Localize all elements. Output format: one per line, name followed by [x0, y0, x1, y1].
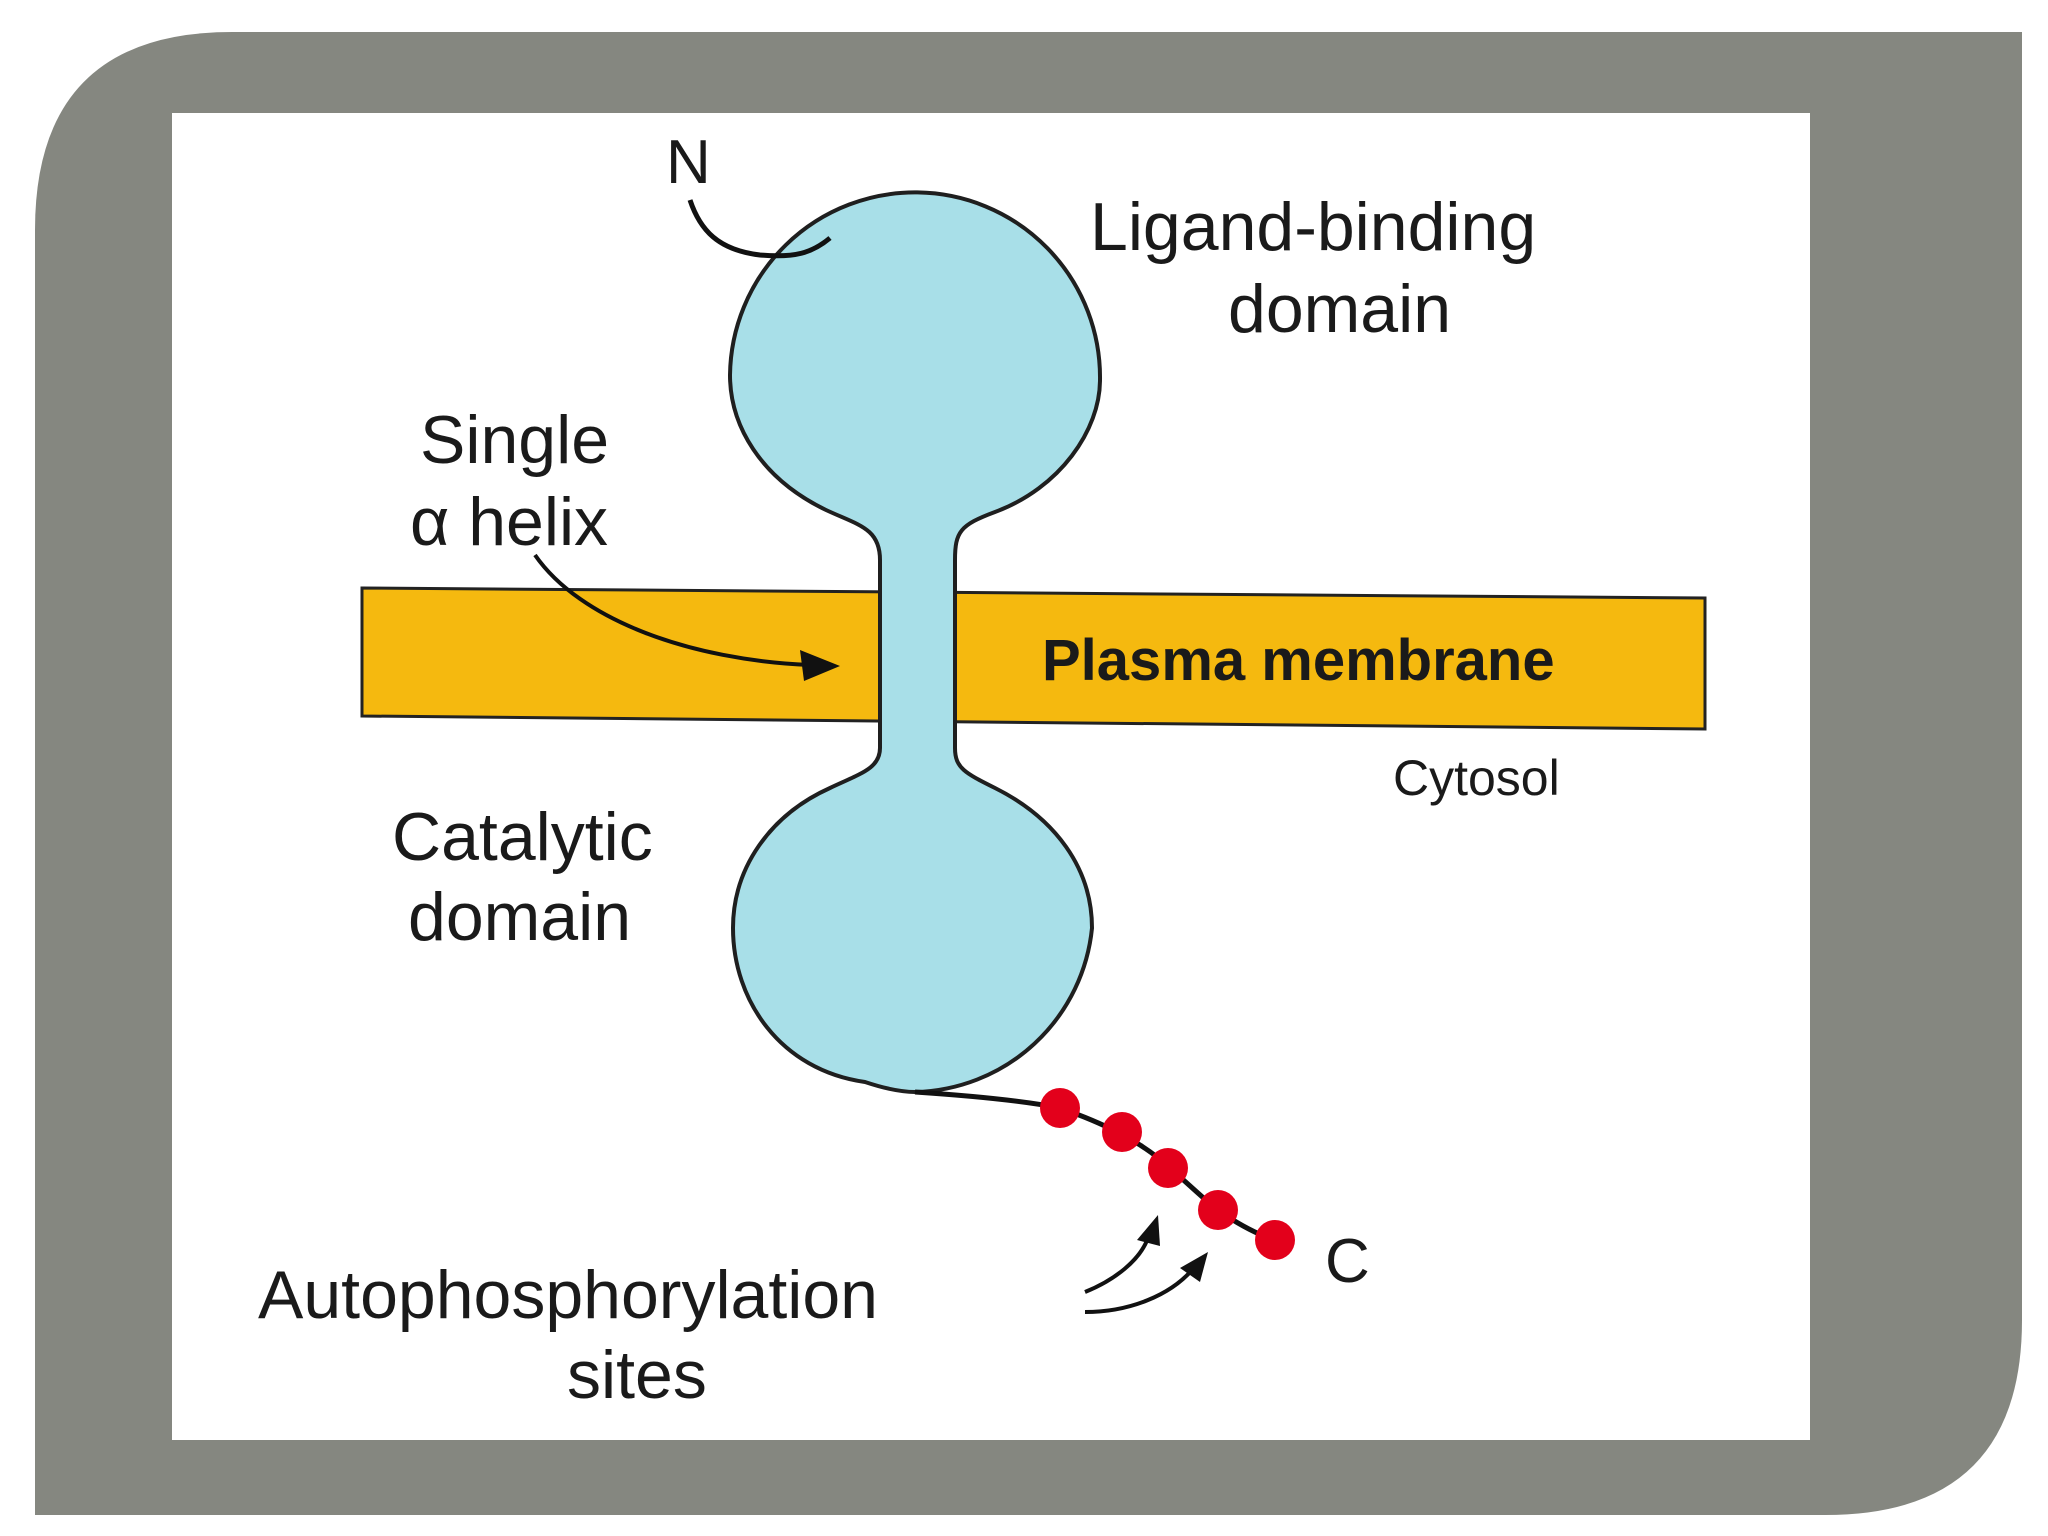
autophosphorylation-sites	[1040, 1088, 1295, 1260]
phospho-site	[1148, 1148, 1188, 1188]
phospho-site	[1102, 1112, 1142, 1152]
phospho-site	[1255, 1220, 1295, 1260]
plasma-membrane-label: Plasma membrane	[1042, 628, 1555, 693]
autophos-arrow-lower	[1084, 1268, 1194, 1314]
phospho-site	[1040, 1088, 1080, 1128]
helix-arrow	[533, 553, 811, 667]
helix-arrowhead	[800, 650, 840, 681]
ligand-binding-label-line2: domain	[1228, 271, 1451, 347]
autophos-arrowhead-lower	[1180, 1252, 1208, 1282]
c-terminus-label: C	[1325, 1227, 1370, 1296]
cytosol-label: Cytosol	[1393, 750, 1560, 806]
catalytic-domain-label-line1: Catalytic	[392, 799, 653, 875]
plasma-membrane-band	[360, 586, 1707, 731]
single-helix-label-line1: Single	[420, 402, 609, 478]
autophos-arrow-upper	[1084, 1237, 1150, 1294]
receptor-protein	[727, 190, 1103, 1095]
phospho-site	[1198, 1190, 1238, 1230]
single-helix-label-line2: α helix	[410, 484, 608, 560]
autophosphorylation-label-line1: Autophosphorylation	[258, 1257, 878, 1333]
n-terminus-label: N	[666, 128, 711, 197]
ligand-binding-label-line1: Ligand-binding	[1090, 189, 1536, 265]
autophosphorylation-label-line2: sites	[567, 1337, 707, 1413]
n-terminal-tail	[687, 199, 832, 259]
catalytic-domain-label-line2: domain	[408, 879, 631, 955]
autophos-arrowhead-upper	[1137, 1215, 1160, 1246]
